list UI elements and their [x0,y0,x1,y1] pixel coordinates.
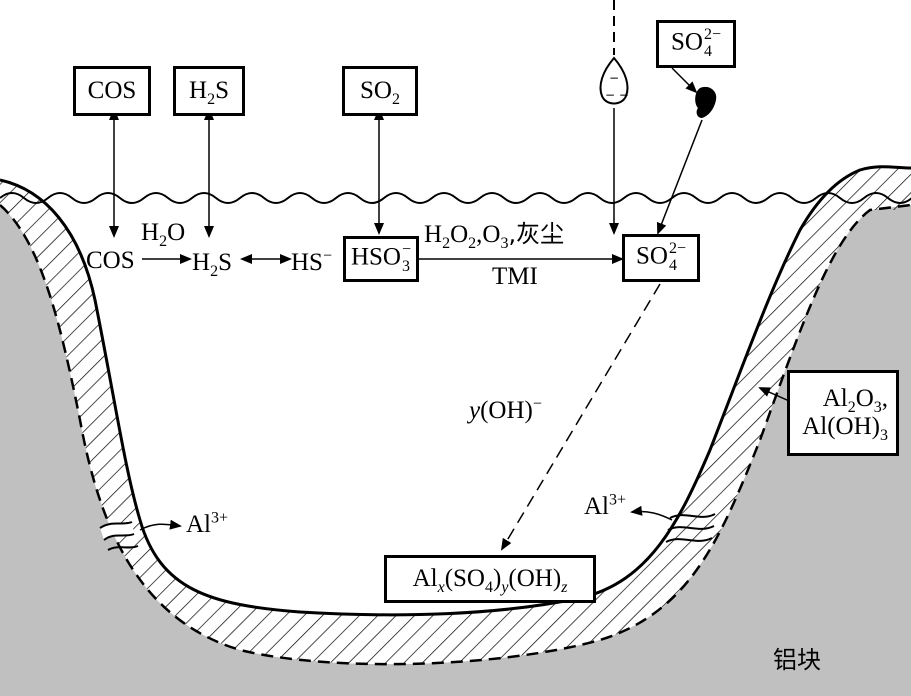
sulfate-to-particle-arrow [672,68,696,92]
h2s-aqueous-label: H2S [192,250,232,275]
water-surface [0,193,911,203]
dust-particle-icon [695,87,716,118]
al-ion-left-label: Al3+ [186,512,228,537]
oxide-line-2: Al(OH)3 [802,413,888,441]
al-ion-right-label: Al3+ [584,494,626,519]
tmi-label: TMI [492,264,538,289]
al-release-arrow-left [140,524,180,530]
bisulfite-box: HSO−3 [343,236,419,282]
aluminium-block-label: 铝块 [773,648,821,672]
h2s-gas-label: H2S [189,77,229,105]
particle-deposition-arrow [658,120,702,233]
bisulfite-label: HSO−3 [351,242,411,276]
cos-gas-box: COS [73,66,151,116]
droplet-charge-icon: − [609,71,619,85]
al-release-arrow-right [632,511,672,520]
oxide-line-1: Al2O3, [823,385,888,413]
oxidants-label: H2O2,O3,灰尘 [424,222,564,247]
oxide-layer-box: Al2O3, Al(OH)3 [787,370,899,456]
h2s-gas-box: H2S [173,66,245,116]
product-label: Alx(SO4)y(OH)z [413,565,568,593]
water-label: H2O [141,220,185,245]
aluminium-sulfate-product-box: Alx(SO4)y(OH)z [384,555,596,603]
hs-ion-label: HS− [291,250,332,275]
cos-aqueous-label: COS [86,248,135,273]
hydroxide-label: y(OH)− [469,398,542,423]
so2-gas-label: SO2 [360,77,400,105]
droplet-charge-icon: − − [605,88,629,102]
cos-gas-label: COS [88,77,137,105]
so2-gas-box: SO2 [342,66,418,116]
